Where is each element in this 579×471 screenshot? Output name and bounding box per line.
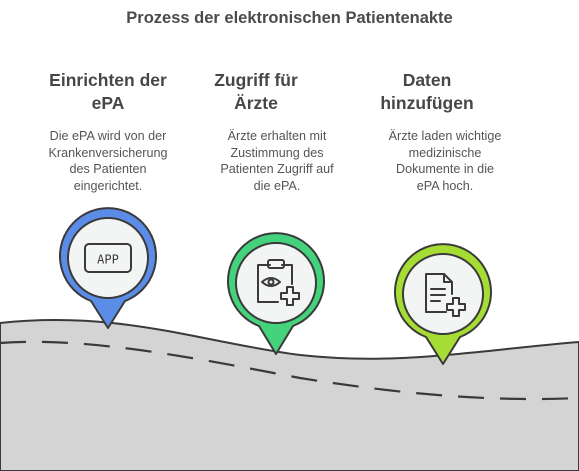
step-2-desc-line-4: die ePA. xyxy=(253,178,301,193)
step-3-desc-line-4: ePA hoch. xyxy=(416,178,474,193)
step-1-title: Einrichten der ePA xyxy=(30,69,186,115)
step-1-desc-line-3: des Patienten xyxy=(69,162,147,176)
step-3-title-line-2: hinzufügen xyxy=(380,93,474,113)
diagram-title: Prozess der elektronischen Patientenakte xyxy=(126,9,453,27)
step-1-description: Die ePA wird von der Krankenversicherung… xyxy=(30,128,186,194)
step-3-pin xyxy=(394,243,492,365)
step-2-title-line-2: Ärzte xyxy=(234,93,278,113)
step-2-desc-line-2: Zustimmung des xyxy=(230,145,324,160)
step-2-pin xyxy=(227,232,325,355)
step-1-desc-line-4: eingerichtet. xyxy=(73,178,143,193)
step-2-title: Zugriff für Ärzte xyxy=(186,69,326,115)
step-1-title-line-1: Einrichten der xyxy=(49,70,167,90)
step-3-desc-line-1: Ärzte laden wichtige xyxy=(388,129,502,143)
step-1-desc-line-2: Krankenversicherung xyxy=(48,145,168,160)
road-center-line xyxy=(0,340,579,401)
step-3-title-line-1: Daten xyxy=(402,70,452,90)
step-3-desc-line-3: Dokumente in die xyxy=(395,162,494,176)
step-2-pin-inner xyxy=(235,242,317,324)
clipboard-eye-plus-icon xyxy=(257,259,300,306)
step-1-pin: APP xyxy=(59,207,157,329)
step-3-description: Ärzte laden wichtige medizinische Dokume… xyxy=(362,128,528,194)
step-2-desc-line-3: Patienten Zugriff auf xyxy=(220,162,334,176)
document-plus-icon xyxy=(425,273,466,317)
step-3-title: Daten hinzufügen xyxy=(356,69,498,115)
step-2-title-line-1: Zugriff für xyxy=(214,70,298,90)
step-1-desc-line-1: Die ePA wird von der xyxy=(49,129,167,143)
road xyxy=(0,318,579,471)
step-1-title-line-2: ePA xyxy=(91,93,125,113)
step-2-desc-line-1: Ärzte erhalten mit xyxy=(227,129,327,143)
step-2-description: Ärzte erhalten mit Zustimmung des Patien… xyxy=(196,128,358,194)
app-icon-label: APP xyxy=(97,253,119,267)
step-3-desc-line-2: medizinische xyxy=(408,145,482,160)
step-1-pin-inner xyxy=(67,217,149,299)
app-icon: APP xyxy=(84,243,132,273)
